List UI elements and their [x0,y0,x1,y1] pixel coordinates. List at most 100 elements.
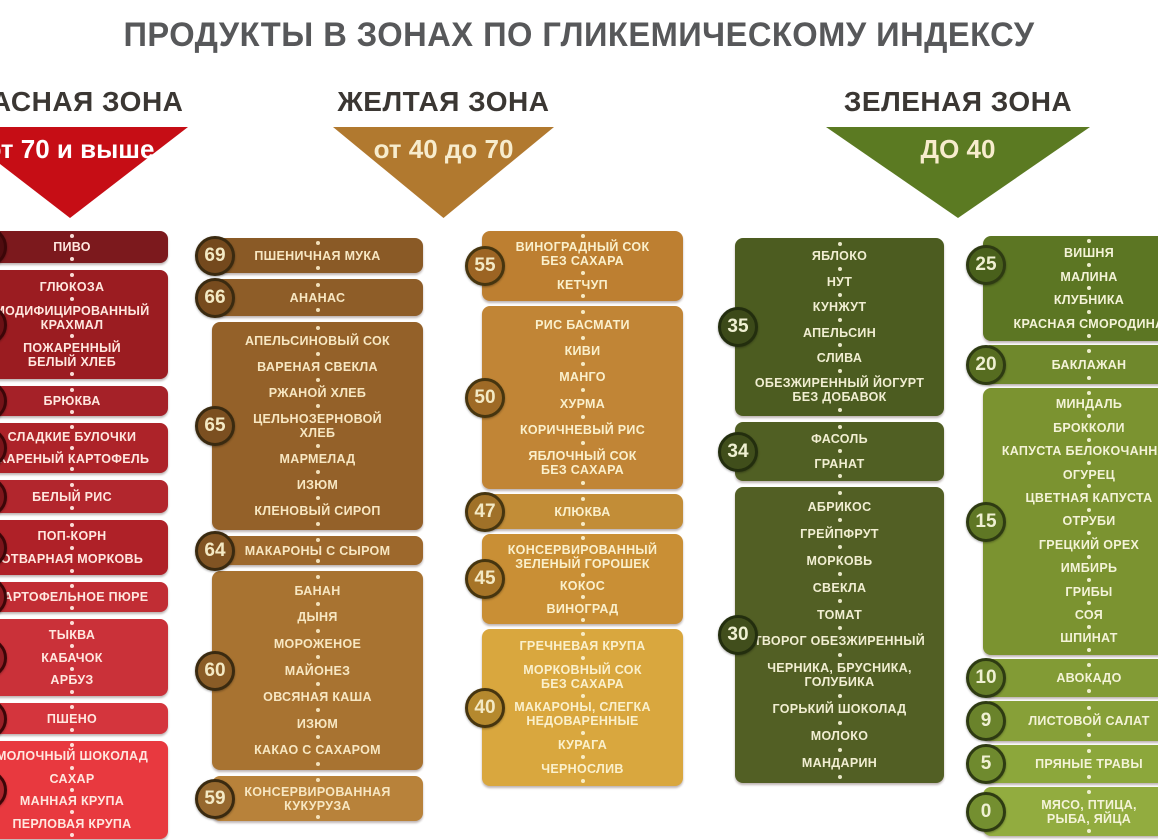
food-item: РИС БАСМАТИ [535,318,630,333]
separator-dot [1087,349,1091,354]
separator-dot [837,343,842,348]
gi-badge: 45 [465,559,505,599]
food-item: ХУРМА [559,396,606,411]
food-item: ЛИСТОВОЙ САЛАТ [1028,714,1150,728]
gi-badge: 30 [718,615,758,655]
food-item: ПШЕНИЧНАЯ МУКА [254,248,381,263]
separator-dot [315,575,320,580]
separator-dot [1087,375,1091,380]
separator-dot [837,652,842,657]
separator-dot [580,440,585,445]
separator-dot [70,424,74,429]
food-item: КУНЖУТ [812,300,867,315]
gi-badge: 55 [465,246,505,286]
food-item: НУТ [826,274,853,289]
separator-dot [580,233,585,238]
gi-badge: 65 [195,406,235,446]
food-block: БЕЛЫЙ РИС [0,476,168,517]
food-item: МОЛОЧНЫЙ ШОКОЛАД [0,749,149,764]
food-block: БРЮКВА [0,381,168,421]
food-item: МИНДАЛЬ [1055,397,1123,412]
separator-dot [837,720,842,725]
food-item: ГЛЮКОЗА [39,279,105,294]
separator-dot [70,568,74,573]
food-item: ГРЕЙПФРУТ [800,526,879,541]
separator-dot [837,425,842,430]
food-item: АНАНАС [289,290,346,305]
food-item: МАНДАРИН [801,756,878,771]
separator-dot [70,621,74,626]
food-item: БАНАН [294,583,341,598]
food-item: МОРОЖЕНОЕ [273,636,362,651]
zone-header-yellow: ЖЕЛТАЯ ЗОНА от 40 до 70 [333,86,554,218]
gi-badge: 66 [195,277,235,318]
food-item: САХАР [49,771,95,786]
food-item: ВИНОГРАДНЫЙ СОК БЕЗ САХАРА [515,240,650,269]
food-item: БРОККОЛИ [1053,420,1125,435]
separator-dot [580,362,585,367]
separator-dot [315,470,320,474]
food-item: АБРИКОС [807,499,872,514]
green-arrow-icon: ДО 40 [826,127,1090,218]
separator-dot [315,522,320,526]
gi-badge-cropped [0,770,7,810]
food-block: 10 АВОКАДО [966,658,1158,698]
separator-dot [837,241,842,246]
separator-dot [1087,238,1091,243]
separator-dot [315,537,320,542]
separator-dot [315,778,320,783]
food-block: ПШЕНО [0,698,168,739]
food-item: ГРЕЦКИЙ ОРЕХ [1038,537,1140,552]
food-item: КОКОС [559,579,606,593]
separator-dot [580,536,585,541]
food-item: МОРКОВЬ [806,553,873,568]
separator-dot [1087,577,1091,582]
gi-badge: 25 [966,245,1006,285]
separator-dot [70,705,74,710]
separator-dot [837,408,842,413]
separator-dot [1087,648,1091,653]
gi-badge: 5 [966,744,1006,784]
separator-dot [837,473,842,478]
separator-dot [315,735,320,740]
separator-dot [315,282,320,287]
food-item: ИЗЮМ [296,478,339,492]
yellow-arrow-icon: от 40 до 70 [333,127,554,218]
food-item: ГРАНАТ [814,456,865,471]
zone-name-yellow: ЖЕЛТАЯ ЗОНА [337,86,550,117]
separator-dot [1087,286,1091,291]
food-item: АВОКАДО [1056,671,1122,685]
gi-badge: 64 [195,530,235,571]
food-item: ОБЕЗЖИРЕННЫЙ ЙОГУРТ БЕЗ ДОБАВОК [754,376,925,405]
separator-dot [837,267,842,272]
gi-badge-cropped [0,637,7,678]
separator-dot [315,761,320,766]
separator-dot [70,743,74,748]
food-item: АРБУЗ [50,673,94,688]
food-item: КАРТОФЕЛЬНОЕ ПЮРЕ [0,590,149,604]
food-item: ЯБЛОЧНЫЙ СОК БЕЗ САХАРА [528,448,637,477]
separator-dot [70,296,74,301]
separator-dot [315,404,320,408]
separator-dot [315,496,320,500]
gi-badge: 10 [966,658,1006,698]
food-item: КАБАЧОК [41,650,103,665]
food-item: ЯБЛОКО [811,249,868,264]
separator-dot [837,572,842,577]
separator-dot [837,693,842,698]
food-item: ЦЕЛЬНОЗЕРНОВОЙ ХЛЕБ [253,412,382,440]
separator-dot [70,372,74,377]
separator-dot [1087,414,1091,419]
